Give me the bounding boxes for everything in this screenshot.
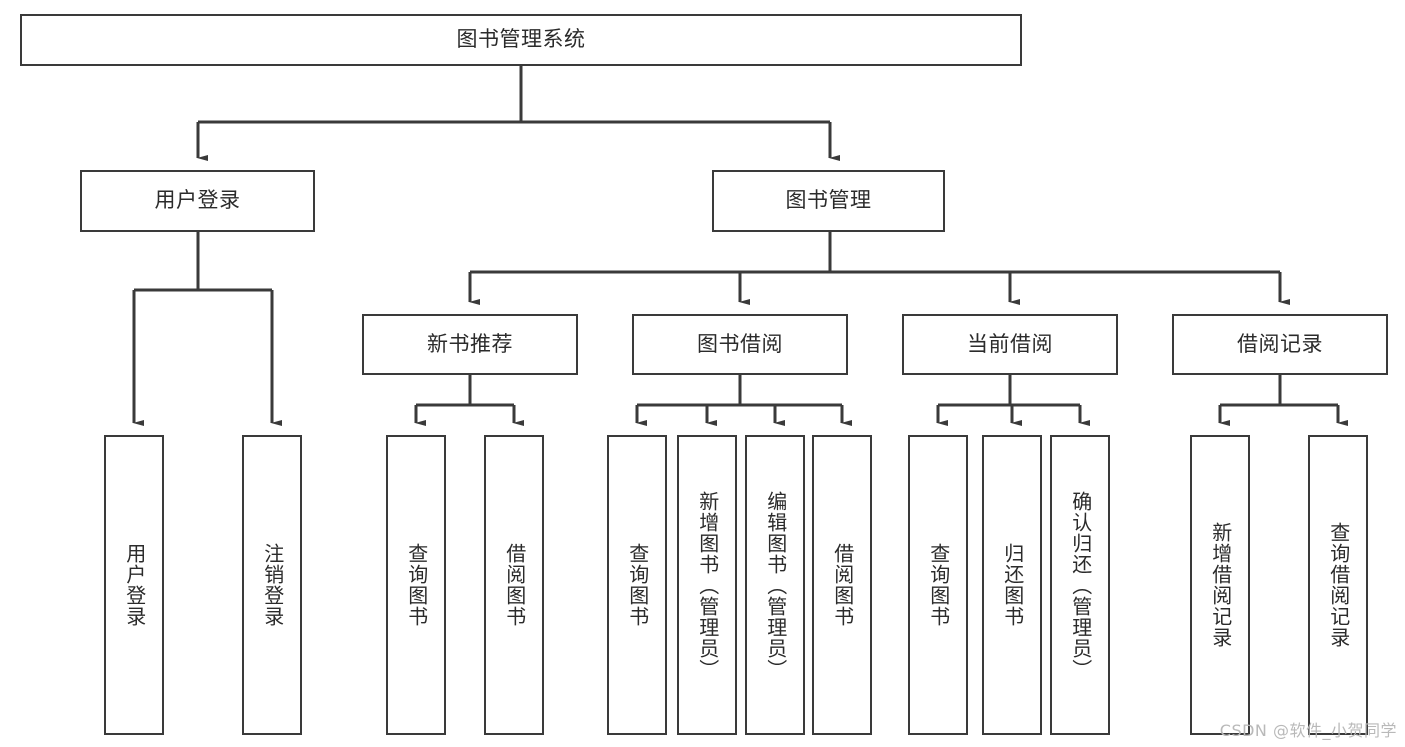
leaf-user-login-2-label: 注销登录: [260, 543, 285, 627]
node-new-book-recommend-label: 新书推荐: [427, 331, 513, 356]
leaf-current-borrow-2-label: 归还图书: [1000, 543, 1025, 627]
node-book-borrow-label: 图书借阅: [697, 331, 783, 356]
leaf-current-borrow-3[interactable]: 确认归还（管理员）: [1050, 435, 1110, 735]
leaf-book-borrow-1[interactable]: 查询图书: [607, 435, 667, 735]
leaf-current-borrow-2[interactable]: 归还图书: [982, 435, 1042, 735]
node-current-borrow-label: 当前借阅: [967, 331, 1053, 356]
node-borrow-record-label: 借阅记录: [1237, 331, 1323, 356]
node-current-borrow[interactable]: 当前借阅: [902, 314, 1118, 375]
node-borrow-record[interactable]: 借阅记录: [1172, 314, 1388, 375]
leaf-new-book-2-label: 借阅图书: [502, 543, 527, 627]
node-root-label: 图书管理系统: [456, 27, 586, 52]
leaf-book-borrow-3-label: 编辑图书（管理员）: [763, 490, 788, 680]
leaf-borrow-record-2[interactable]: 查询借阅记录: [1308, 435, 1368, 735]
node-user-login-label: 用户登录: [154, 188, 241, 213]
leaf-book-borrow-4[interactable]: 借阅图书: [812, 435, 872, 735]
leaf-new-book-1[interactable]: 查询图书: [386, 435, 446, 735]
leaf-book-borrow-1-label: 查询图书: [625, 543, 650, 627]
leaf-book-borrow-2[interactable]: 新增图书（管理员）: [677, 435, 737, 735]
leaf-current-borrow-1-label: 查询图书: [926, 543, 951, 627]
leaf-borrow-record-2-label: 查询借阅记录: [1326, 522, 1351, 648]
leaf-current-borrow-3-label: 确认归还（管理员）: [1068, 490, 1093, 680]
leaf-user-login-1-label: 用户登录: [122, 543, 147, 627]
leaf-current-borrow-1[interactable]: 查询图书: [908, 435, 968, 735]
leaf-new-book-1-label: 查询图书: [404, 543, 429, 627]
leaf-user-login-1[interactable]: 用户登录: [104, 435, 164, 735]
node-new-book-recommend[interactable]: 新书推荐: [362, 314, 578, 375]
node-root[interactable]: 图书管理系统: [20, 14, 1022, 66]
leaf-book-borrow-3[interactable]: 编辑图书（管理员）: [745, 435, 805, 735]
leaf-book-borrow-2-label: 新增图书（管理员）: [695, 490, 720, 680]
leaf-borrow-record-1-label: 新增借阅记录: [1208, 522, 1233, 648]
node-book-management[interactable]: 图书管理: [712, 170, 945, 232]
leaf-new-book-2[interactable]: 借阅图书: [484, 435, 544, 735]
node-book-borrow[interactable]: 图书借阅: [632, 314, 848, 375]
leaf-borrow-record-1[interactable]: 新增借阅记录: [1190, 435, 1250, 735]
leaf-user-login-2[interactable]: 注销登录: [242, 435, 302, 735]
node-book-management-label: 图书管理: [785, 188, 872, 213]
leaf-book-borrow-4-label: 借阅图书: [830, 543, 855, 627]
node-user-login[interactable]: 用户登录: [80, 170, 315, 232]
